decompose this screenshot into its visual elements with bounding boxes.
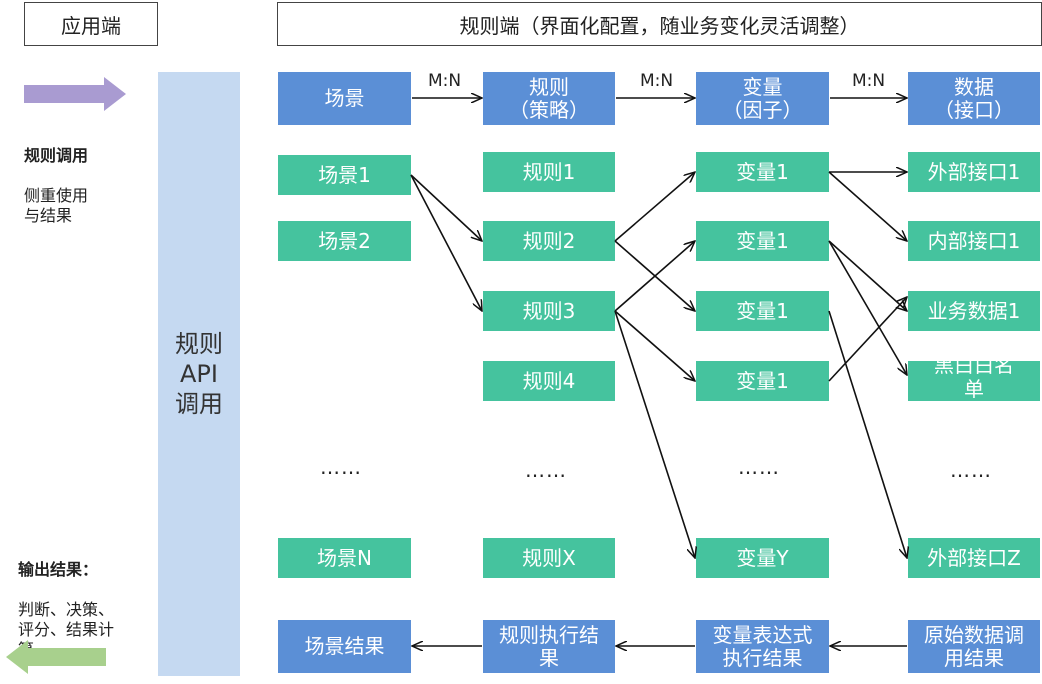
- left-arrow-icon: [6, 640, 106, 674]
- relation-label: M:N: [852, 71, 886, 91]
- link-arrow: [828, 310, 907, 558]
- rule-column-header: 规则 （策略）: [483, 72, 615, 125]
- link-arrow: [410, 174, 482, 311]
- rule-call-note: 规则调用 侧重使用 与结果: [24, 126, 154, 226]
- var-item: 变量1: [696, 291, 829, 331]
- var-item: 变量1: [696, 152, 829, 192]
- link-arrow: [828, 171, 907, 241]
- right-arrow-icon: [24, 77, 126, 111]
- rule-result: 规则执行结 果: [483, 620, 615, 673]
- rule-api-bar: 规则 API 调用: [158, 72, 240, 676]
- relation-label: M:N: [428, 71, 462, 91]
- relation-label: M:N: [640, 71, 674, 91]
- link-arrow: [614, 172, 695, 242]
- link-arrow: [614, 310, 695, 381]
- link-arrow: [828, 297, 907, 382]
- ellipsis: ……: [738, 455, 780, 479]
- scene-item: 场景1: [278, 155, 411, 195]
- data-item: 黑白白名 单: [908, 361, 1040, 401]
- var-column-header: 变量 （因子）: [696, 72, 829, 125]
- var-item: 变量1: [696, 221, 829, 261]
- link-arrow: [614, 310, 695, 558]
- scene-column-header: 场景: [278, 72, 411, 125]
- rule-item: 规则X: [483, 538, 615, 578]
- rule-call-desc: 侧重使用 与结果: [24, 186, 89, 225]
- scene-item: 场景N: [278, 538, 411, 578]
- rule-call-title: 规则调用: [24, 146, 89, 165]
- data-result: 原始数据调 用结果: [908, 620, 1040, 673]
- data-item: 外部接口1: [908, 152, 1040, 192]
- output-desc: 判断、决策、 评分、结果计 算: [18, 600, 115, 659]
- ellipsis: ……: [525, 458, 567, 482]
- rule-item: 规则2: [483, 221, 615, 261]
- link-arrow: [410, 174, 482, 241]
- rule-item: 规则3: [483, 291, 615, 331]
- rule-item: 规则1: [483, 152, 615, 192]
- var-result: 变量表达式 执行结果: [696, 620, 829, 673]
- output-title: 输出结果：: [18, 560, 99, 579]
- ellipsis: ……: [950, 458, 992, 482]
- scene-result: 场景结果: [278, 620, 411, 673]
- data-item: 业务数据1: [908, 291, 1040, 331]
- link-arrow: [828, 240, 907, 375]
- link-arrow: [614, 241, 695, 312]
- scene-item: 场景2: [278, 221, 411, 261]
- output-note: 输出结果： 判断、决策、 评分、结果计 算: [18, 540, 154, 660]
- app-side-header: 应用端: [24, 2, 158, 46]
- rule-side-header: 规则端（界面化配置，随业务变化灵活调整）: [277, 2, 1042, 46]
- var-item: 变量Y: [696, 538, 829, 578]
- var-item: 变量1: [696, 361, 829, 401]
- link-arrow: [828, 240, 907, 311]
- rule-item: 规则4: [483, 361, 615, 401]
- ellipsis: ……: [320, 455, 362, 479]
- data-column-header: 数据 （接口）: [908, 72, 1040, 125]
- data-item: 外部接口Z: [908, 538, 1040, 578]
- data-item: 内部接口1: [908, 221, 1040, 261]
